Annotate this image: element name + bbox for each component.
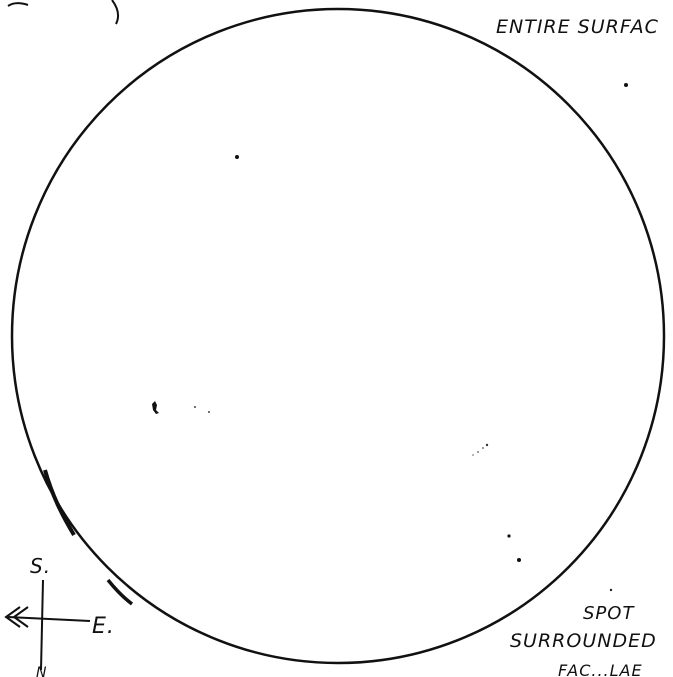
sunspot [610, 589, 612, 591]
compass-vertical-line [41, 580, 43, 670]
sunspot [194, 406, 196, 408]
sunspot [477, 451, 479, 453]
annotation-top-right: ENTIRE SURFAC [496, 16, 659, 38]
sunspot [208, 411, 210, 413]
limb-thick-segment [108, 580, 132, 604]
annotation-spot: SPOT [583, 603, 635, 624]
sunspot [624, 83, 628, 87]
sunspot-group [152, 401, 159, 414]
sunspot [517, 558, 521, 562]
sunspot [482, 447, 484, 449]
annotation-faculae: FAC...LAE [558, 661, 643, 677]
edge-scribble-2 [112, 0, 118, 24]
sunspot [472, 454, 474, 456]
limb-thick-segment [45, 470, 74, 535]
sunspot [486, 444, 488, 446]
annotation-surrounded: SURROUNDED [510, 630, 657, 652]
sunspot [235, 155, 239, 159]
compass-north-label: N [36, 665, 47, 677]
compass-rose: S. E. N [6, 554, 115, 677]
edge-scribble [8, 3, 28, 6]
compass-south-label: S. [30, 554, 51, 578]
sunspot [507, 534, 510, 537]
compass-east-label: E. [92, 614, 115, 639]
solar-disk-outline [12, 9, 664, 663]
